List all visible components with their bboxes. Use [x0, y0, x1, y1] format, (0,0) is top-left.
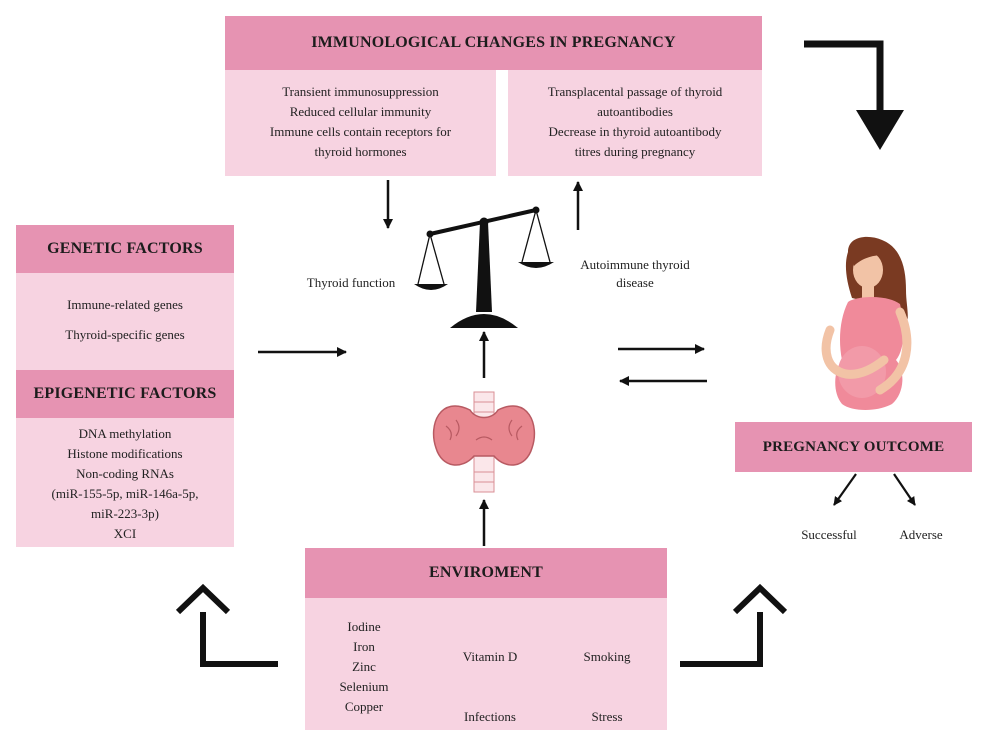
epigenetic-item: XCI — [113, 526, 137, 541]
environment-col-2: Vitamin D Infections — [435, 627, 545, 747]
immunological-right-panel: Transplacental passage of thyroid autoan… — [508, 70, 762, 176]
environment-item: Smoking — [583, 649, 631, 664]
environment-header: ENVIROMENT — [305, 548, 667, 598]
genetic-item: Thyroid-specific genes — [65, 327, 185, 342]
immunological-title: IMMUNOLOGICAL CHANGES IN PREGNANCY — [311, 34, 676, 51]
successful-text: Successful — [801, 527, 857, 542]
environment-item: Infections — [464, 709, 516, 724]
environment-item: Copper — [344, 699, 384, 714]
thyroid-function-label: Thyroid function — [292, 274, 410, 292]
pregnancy-outcome-title: PREGNANCY OUTCOME — [762, 438, 945, 455]
immunological-right-line: Transplacental passage of thyroid — [547, 84, 723, 99]
autoimmune-label-line: Autoimmune thyroid — [580, 257, 690, 272]
arrow-to-successful — [833, 473, 857, 506]
genetic-header: GENETIC FACTORS — [16, 225, 234, 273]
epigenetic-item: miR-223-3p) — [91, 506, 159, 521]
arrow-to-adverse — [893, 473, 916, 506]
environment-col-3: Smoking Stress — [562, 627, 652, 747]
genetic-items: Immune-related genes Thyroid-specific ge… — [16, 290, 234, 350]
environment-item: Zinc — [352, 659, 376, 674]
immunological-left-line: Transient immunosuppression — [282, 84, 439, 99]
pregnant-woman-icon — [821, 236, 912, 410]
balance-scale-icon — [414, 206, 554, 328]
environment-title: ENVIROMENT — [428, 564, 543, 581]
epigenetic-item: DNA methylation — [78, 426, 172, 441]
elbow-arrow-bottom-right — [680, 583, 788, 667]
immunological-left-text: Transient immunosuppression Reduced cell… — [225, 82, 496, 162]
epigenetic-items: DNA methylation Histone modifications No… — [16, 424, 234, 544]
thyroid-icon — [432, 391, 536, 493]
immunological-left-line: thyroid hormones — [314, 144, 407, 159]
genetic-item: Immune-related genes — [67, 297, 183, 312]
elbow-arrow-top-right — [804, 40, 904, 150]
environment-item: Vitamin D — [462, 649, 518, 664]
adverse-text: Adverse — [899, 527, 943, 542]
thyroid-function-text: Thyroid function — [306, 275, 396, 290]
immunological-right-line: autoantibodies — [597, 104, 673, 119]
adverse-label: Adverse — [888, 526, 954, 544]
epigenetic-title: EPIGENETIC FACTORS — [33, 385, 217, 402]
immunological-right-text: Transplacental passage of thyroid autoan… — [508, 82, 762, 162]
elbow-arrow-bottom-left — [175, 583, 278, 667]
immunological-right-line: titres during pregnancy — [574, 144, 696, 159]
immunological-left-line: Reduced cellular immunity — [289, 104, 432, 119]
immunological-left-panel: Transient immunosuppression Reduced cell… — [225, 70, 496, 176]
epigenetic-header: EPIGENETIC FACTORS — [16, 370, 234, 418]
autoimmune-thyroid-disease-label: Autoimmune thyroid disease — [562, 256, 708, 292]
genetic-title: GENETIC FACTORS — [47, 240, 203, 257]
successful-label: Successful — [788, 526, 870, 544]
pregnancy-outcome-header: PREGNANCY OUTCOME — [735, 422, 972, 472]
environment-item: Stress — [591, 709, 623, 724]
immunological-left-line: Immune cells contain receptors for — [269, 124, 452, 139]
epigenetic-item: Histone modifications — [67, 446, 183, 461]
immunological-header: IMMUNOLOGICAL CHANGES IN PREGNANCY — [225, 16, 762, 70]
environment-item: Iron — [353, 639, 375, 654]
immunological-right-line: Decrease in thyroid autoantibody — [548, 124, 722, 139]
environment-item: Iodine — [347, 619, 381, 634]
epigenetic-item: (miR-155-5p, miR-146a-5p, — [51, 486, 199, 501]
autoimmune-label-line: disease — [616, 275, 654, 290]
epigenetic-item: Non-coding RNAs — [76, 466, 174, 481]
environment-col-minerals: Iodine Iron Zinc Selenium Copper — [322, 617, 406, 717]
environment-item: Selenium — [339, 679, 389, 694]
